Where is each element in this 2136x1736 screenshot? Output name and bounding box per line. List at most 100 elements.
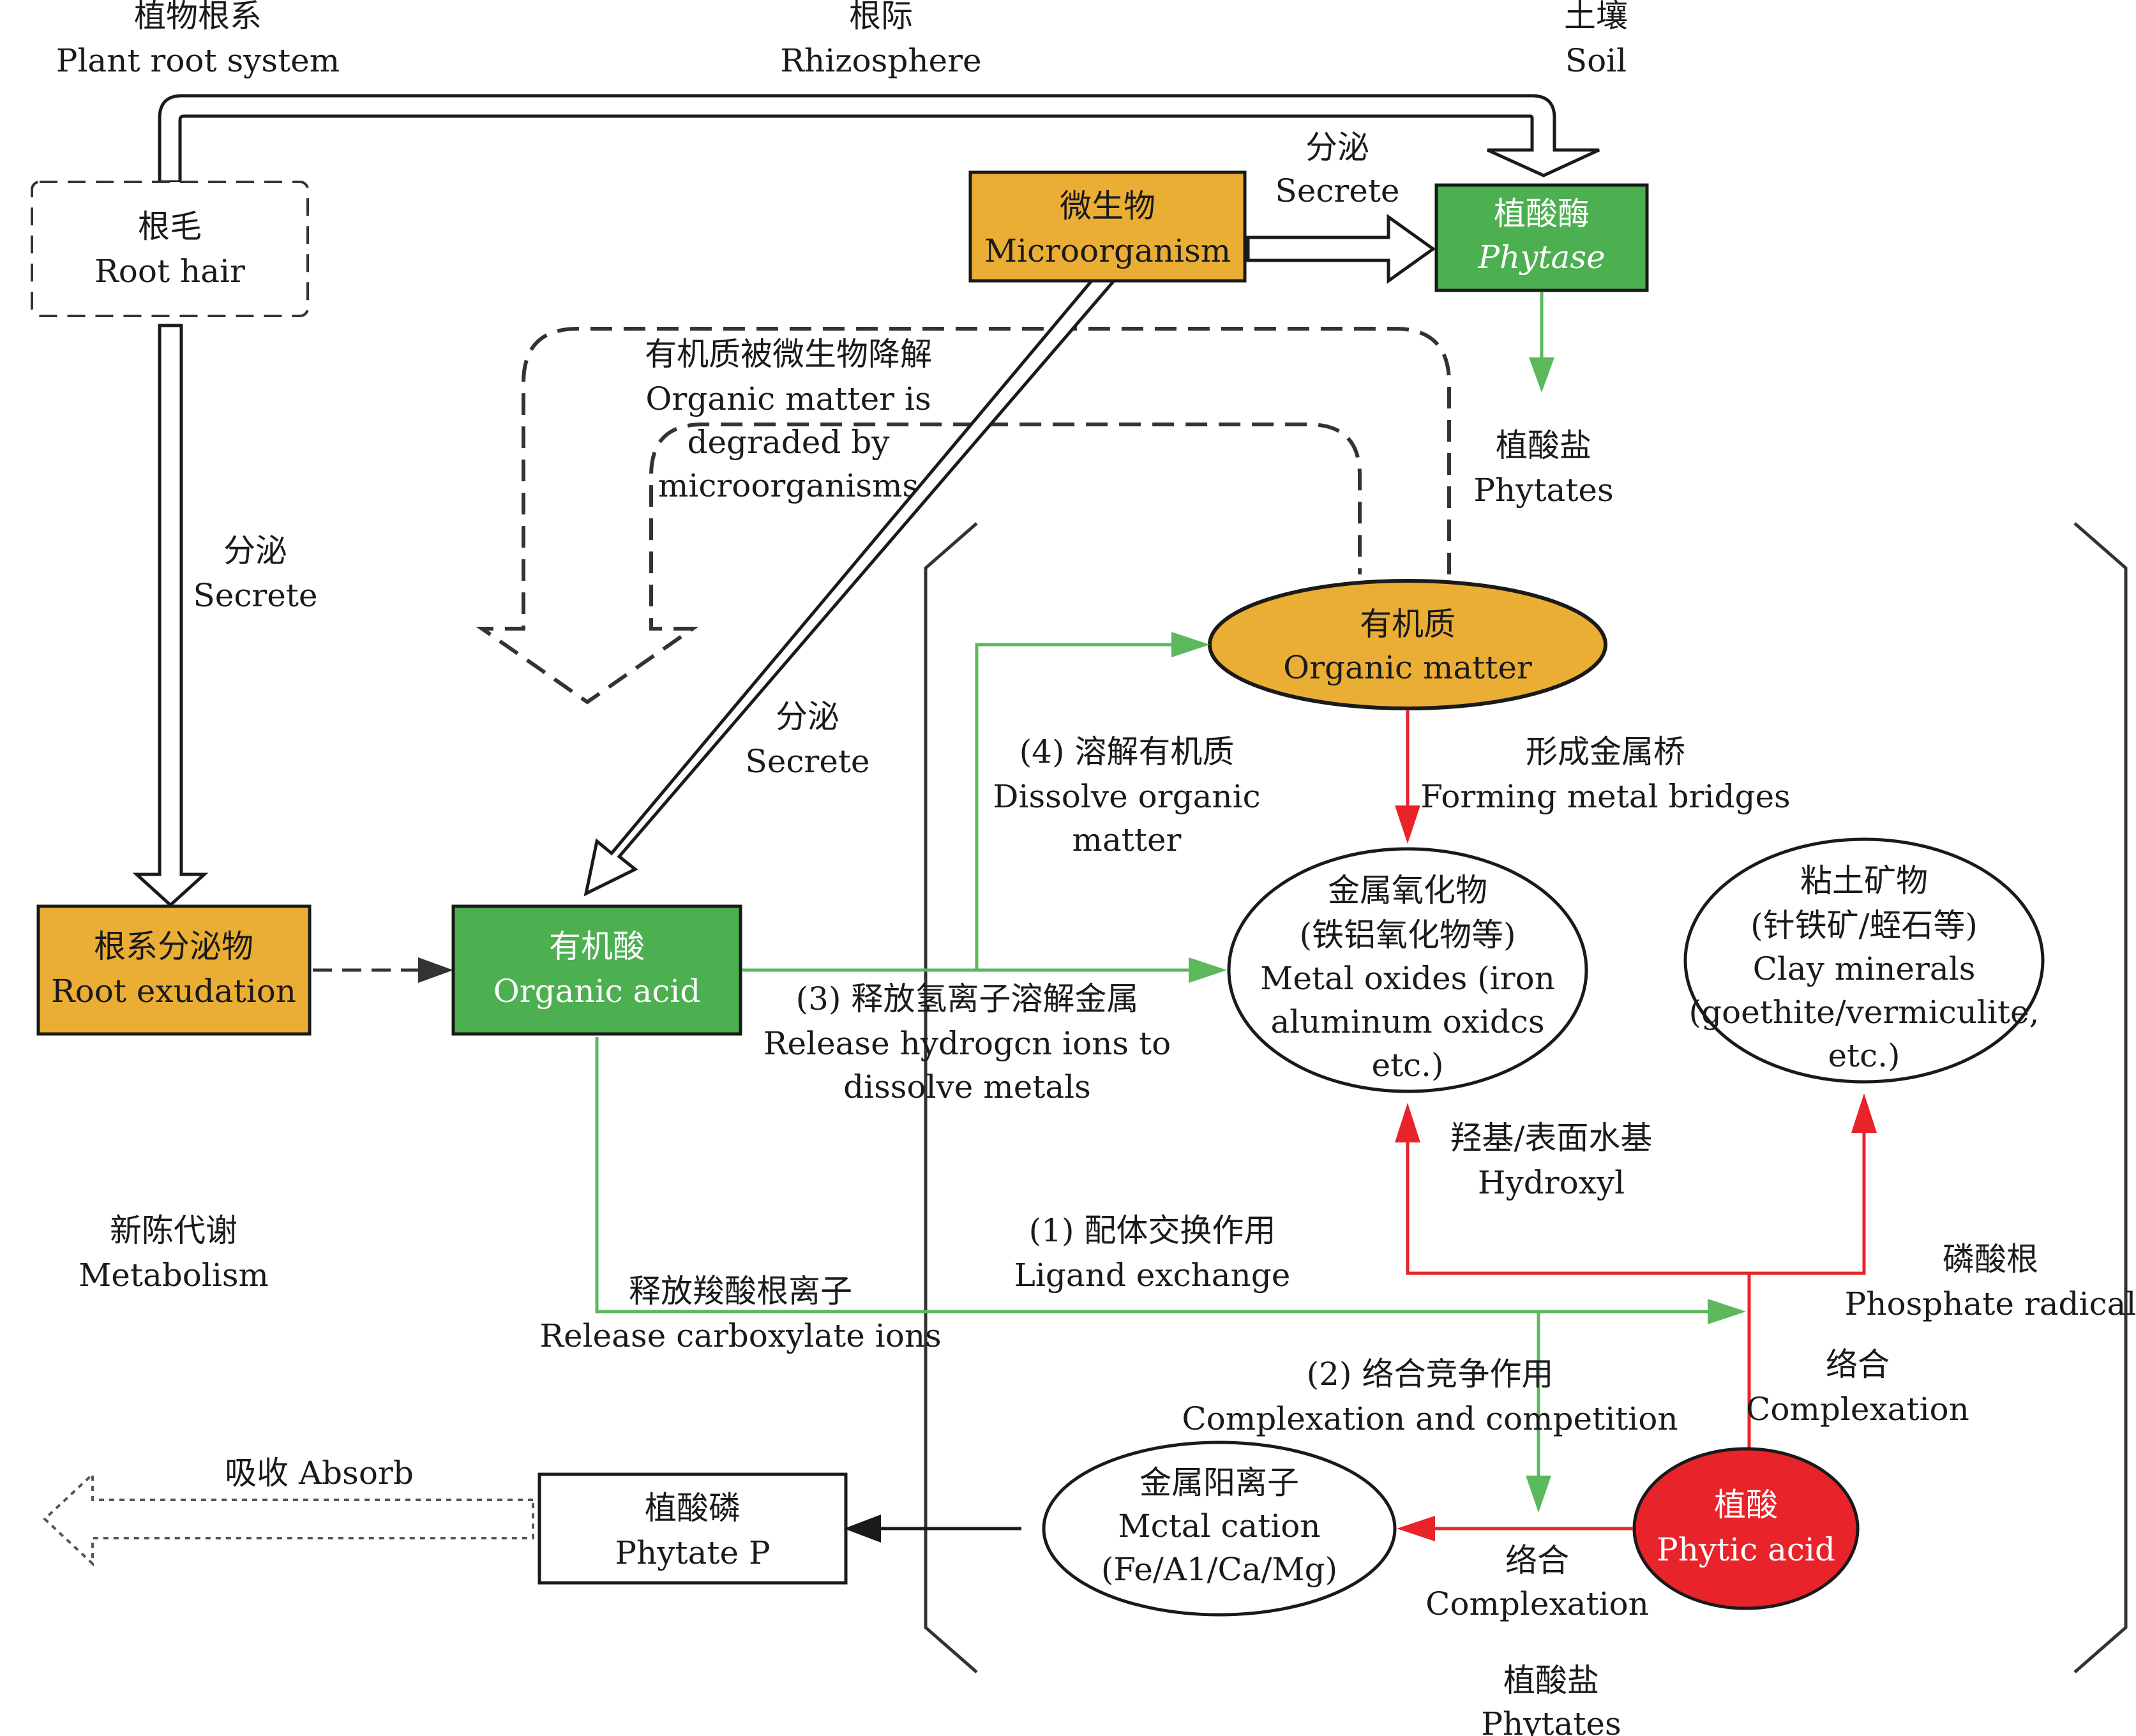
phytates-bottom-en: Phytates: [1481, 1705, 1621, 1736]
complexation-right-en: Complexation: [1746, 1391, 1969, 1428]
phytate-p-box: [538, 1472, 848, 1585]
secrete-top-en: Secrete: [1275, 172, 1399, 209]
metal-oxides-zh2: (铁铝氧化物等): [1299, 917, 1516, 954]
micro-to-acid-arrow: [583, 279, 1118, 897]
phytase-zh: 植酸酶: [1494, 195, 1590, 232]
organic-acid-box: [451, 904, 742, 1036]
complexation-bottom-en: Complexation: [1425, 1585, 1649, 1622]
metal-cation-zh: 金属阳离子: [1139, 1464, 1299, 1501]
phytates-top-en: Phytates: [1473, 472, 1613, 509]
degraded-en2: degraded by: [687, 424, 890, 461]
metabolism-zh: 新陈代谢: [110, 1212, 237, 1249]
clay-minerals-en2: (goethite/vermiculite,: [1689, 994, 2040, 1031]
top-hollow-arrow: [158, 94, 1600, 184]
complexation-bottom-zh: 络合: [1505, 1542, 1569, 1579]
dissolve-om-head: [1171, 632, 1210, 657]
dissolve-om-line: [975, 643, 1178, 970]
hydroxyl-head: [1395, 1103, 1420, 1142]
phytate-p-zh: 植酸磷: [645, 1490, 741, 1527]
organic-acid-zh: 有机酸: [549, 928, 645, 965]
absorb-label: 吸收 Absorb: [225, 1455, 414, 1492]
carboxylate-zh: 释放羧酸根离子: [629, 1273, 852, 1310]
metal-bridges-zh: 形成金属桥: [1526, 733, 1685, 770]
phytate-p-en: Phytate P: [615, 1534, 770, 1571]
organic-matter-ellipse: [1208, 579, 1607, 710]
hydroxyl-en: Hydroxyl: [1478, 1164, 1625, 1201]
metal-bridge-head: [1395, 805, 1420, 844]
root-hair-down-arrow: [132, 324, 209, 908]
complexation-comp-head: [1526, 1476, 1551, 1513]
root-exudation-box: [36, 904, 312, 1036]
ligand-head: [1708, 1299, 1746, 1324]
header-rhizosphere: 根际 Rhizosphere: [780, 0, 981, 79]
metal-cation-en1: Mctal cation: [1118, 1508, 1320, 1545]
carboxylate-line: [595, 1037, 1714, 1313]
header-soil: 土壤 Soil: [1564, 0, 1628, 79]
complexation-comp-zh: (2) 络合竞争作用: [1307, 1356, 1554, 1393]
metal-bridges-en: Forming metal bridges: [1420, 778, 1790, 815]
phosphate-radical-en: Phosphate radical: [1845, 1285, 2136, 1322]
phytase-to-phytates-head: [1529, 357, 1554, 393]
clay-minerals-ellipse: [1683, 837, 2045, 1084]
release-h-en1: Release hydrogcn ions to: [763, 1025, 1171, 1062]
degraded-en1: Organic matter is: [645, 380, 931, 417]
organic-matter-en: Organic matter: [1283, 649, 1532, 686]
phytic-acid-en: Phytic acid: [1657, 1531, 1835, 1568]
phosphate-network: [1406, 1130, 1866, 1275]
clay-minerals-en1: Clay minerals: [1753, 950, 1976, 987]
phosphate-radical-zh: 磷酸根: [1943, 1241, 2038, 1278]
metal-cation-en2: (Fe/A1/Ca/Mg): [1101, 1551, 1337, 1588]
root-hair-en: Root hair: [94, 253, 245, 290]
microorganism-zh: 微生物: [1060, 188, 1155, 225]
phytates-bottom-zh: 植酸盐: [1503, 1662, 1599, 1699]
phytic-acid-zh: 植酸: [1714, 1486, 1778, 1523]
metal-oxides-zh1: 金属氧化物: [1328, 872, 1487, 909]
organic-matter-zh: 有机质: [1360, 606, 1455, 643]
exudation-to-acid-head: [418, 957, 453, 983]
hydroxyl-zh: 羟基/表面水基: [1450, 1119, 1653, 1156]
ligand-zh: (1) 配体交换作用: [1029, 1212, 1276, 1249]
micro-to-phytase-arrow: [1246, 214, 1436, 284]
absorb-arrow: [43, 1471, 534, 1567]
release-h-en2: dissolve metals: [843, 1068, 1091, 1105]
complexation-comp-en: Complexation and competition: [1182, 1400, 1678, 1437]
root-exudation-en: Root exudation: [51, 973, 296, 1010]
root-hair-box: [31, 181, 309, 317]
dissolve-om-en1: Dissolve organic: [993, 778, 1260, 815]
root-hair-zh: 根毛: [138, 208, 202, 245]
header-plant-root: 植物根系 Plant root system: [56, 0, 340, 79]
metal-cation-ellipse: [1042, 1440, 1397, 1617]
secrete-top-zh: 分泌: [1305, 129, 1369, 166]
microorganism-box: [968, 170, 1247, 283]
soil-bracket-left: [924, 522, 978, 1673]
degradation-dashed-arrow: [476, 327, 1451, 705]
dissolve-om-zh: (4) 溶解有机质: [1019, 733, 1235, 770]
metal-oxides-en2: aluminum oxidcs: [1270, 1003, 1544, 1040]
clay-head: [1851, 1093, 1877, 1133]
svg-text:根际: 根际: [849, 0, 913, 34]
svg-text:Rhizosphere: Rhizosphere: [780, 42, 981, 79]
release-h-zh: (3) 释放氢离子溶解金属: [796, 980, 1139, 1017]
phytase-box: [1434, 183, 1649, 292]
root-exudation-zh: 根系分泌物: [94, 928, 253, 965]
clay-minerals-zh2: (针铁矿/蛭石等): [1750, 907, 1978, 944]
metabolism-en: Metabolism: [79, 1257, 269, 1294]
phytates-top-zh: 植酸盐: [1496, 427, 1591, 464]
clay-minerals-en3: etc.): [1828, 1037, 1900, 1074]
complexation-right-zh: 络合: [1826, 1346, 1890, 1383]
secrete-left-zh: 分泌: [223, 532, 287, 569]
phytase-en: Phytase: [1477, 239, 1605, 276]
metal-oxides-en1: Metal oxides (iron: [1260, 960, 1555, 997]
clay-minerals-zh1: 粘土矿物: [1800, 862, 1928, 899]
organic-acid-en: Organic acid: [493, 973, 701, 1010]
svg-text:植物根系: 植物根系: [134, 0, 262, 34]
dissolve-om-en2: matter: [1072, 821, 1182, 858]
svg-text:Soil: Soil: [1565, 42, 1627, 79]
degraded-en3: microorganisms: [658, 467, 919, 504]
complexation-bottom-head: [1397, 1516, 1435, 1541]
metal-oxides-en3: etc.): [1371, 1047, 1443, 1084]
soil-bracket-right: [2073, 522, 2128, 1673]
phytic-acid-ellipse: [1632, 1447, 1860, 1610]
svg-text:土壤: 土壤: [1564, 0, 1628, 34]
